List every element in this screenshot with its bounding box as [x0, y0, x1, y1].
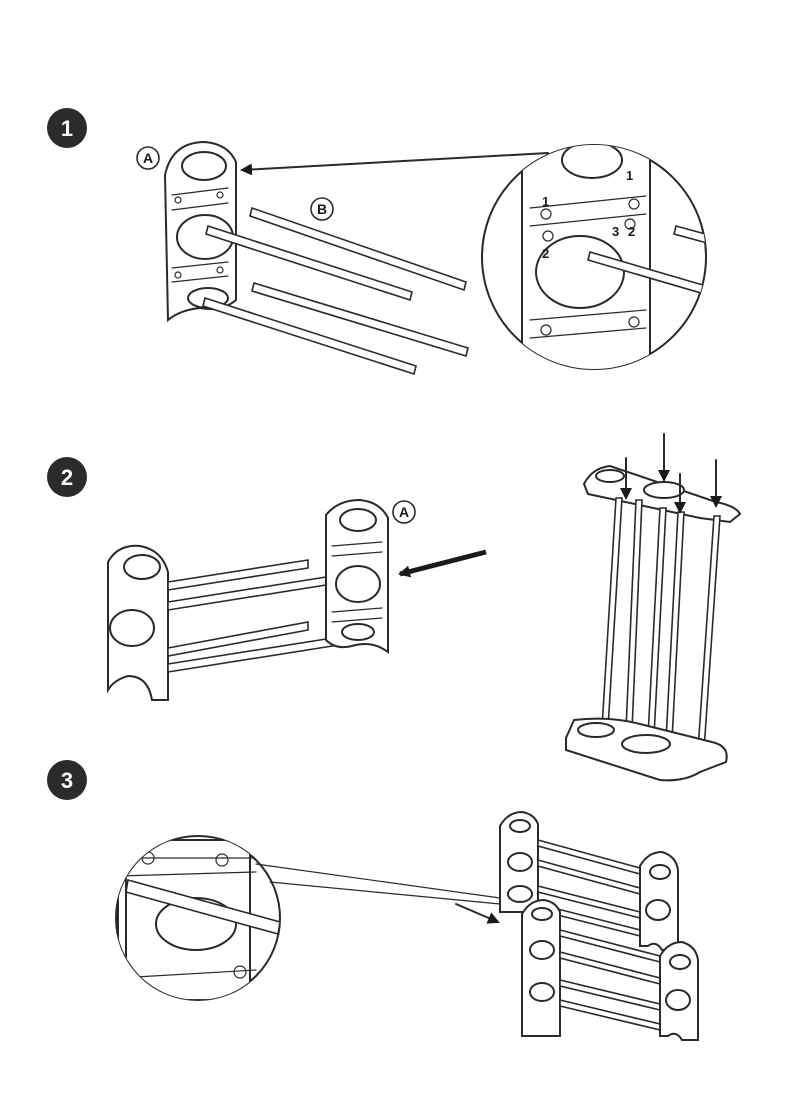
label-a-step1: A — [136, 146, 160, 170]
step-1: 1 A B — [47, 108, 707, 376]
step-number-3: 3 — [61, 768, 73, 793]
step-2: 2 A — [47, 433, 742, 782]
svg-text:A: A — [143, 150, 153, 166]
step-badge-2: 2 — [47, 457, 87, 497]
label-a-step2: A — [392, 500, 416, 524]
push-arrow-step2 — [398, 549, 487, 578]
leader-line-bottom — [269, 881, 501, 905]
detail-magnifier-step1: 1 1 2 3 2 — [481, 144, 707, 370]
svg-text:A: A — [399, 504, 409, 520]
step-number-2: 2 — [61, 465, 73, 490]
step-3: 3 — [47, 760, 699, 1041]
vertical-rack-view — [565, 433, 742, 782]
svg-text:B: B — [317, 201, 327, 217]
detail-num-3-right: 3 — [612, 224, 619, 239]
detail-num-2-left: 2 — [542, 246, 549, 261]
rods-step2 — [167, 559, 346, 673]
left-panel-step2 — [107, 544, 169, 701]
leader-line-top — [255, 863, 501, 899]
detail-magnifier-step3 — [115, 835, 281, 1001]
label-b-step1: B — [310, 197, 334, 221]
detail-num-1-top: 1 — [626, 168, 633, 183]
detail-num-1-left: 1 — [542, 194, 549, 209]
rods-b — [202, 206, 469, 376]
insertion-arrow-step1 — [240, 152, 549, 176]
detail-num-2-right: 2 — [628, 224, 635, 239]
step-number-1: 1 — [61, 116, 73, 141]
step-badge-3: 3 — [47, 760, 87, 800]
upper-shelf-unit — [499, 810, 679, 951]
insert-arrow-step3 — [455, 903, 500, 924]
step-badge-1: 1 — [47, 108, 87, 148]
lower-shelf-unit — [521, 898, 699, 1041]
right-panel-a-step2 — [325, 498, 389, 654]
